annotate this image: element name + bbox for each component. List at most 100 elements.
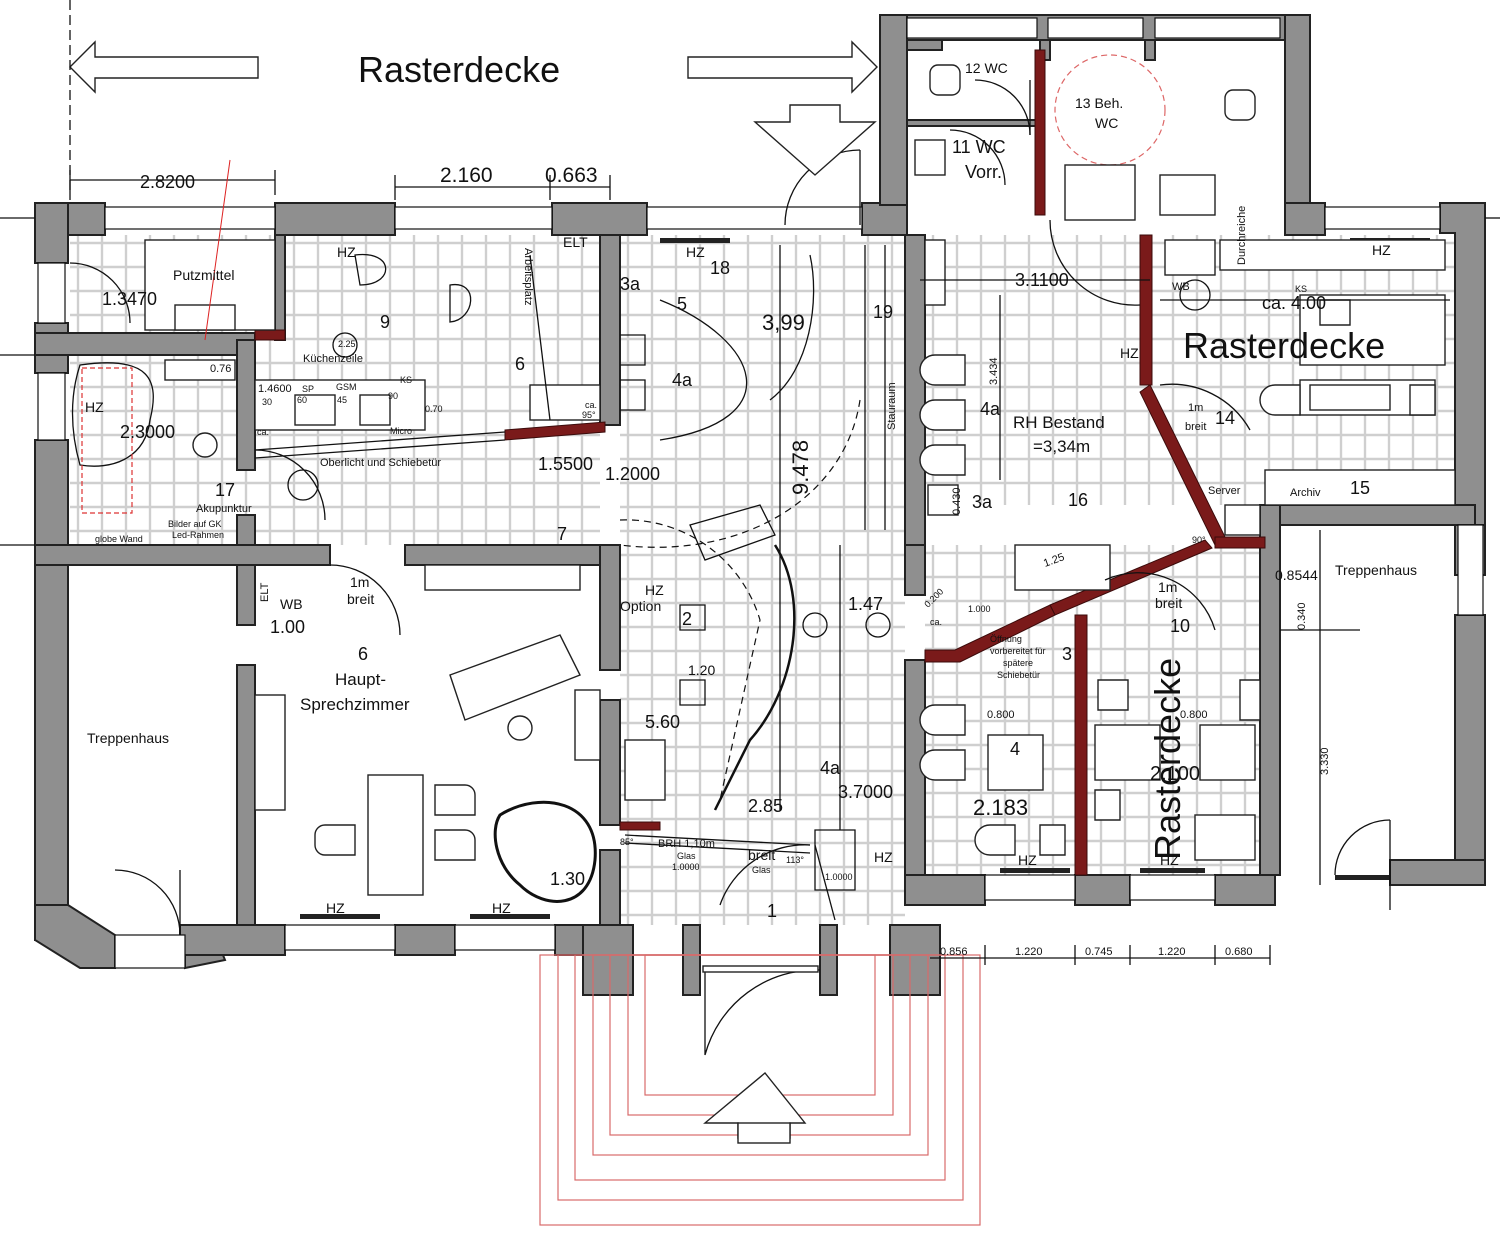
- room-16: 16: [1068, 490, 1088, 510]
- dim-10000: 1.0000: [672, 862, 700, 872]
- room-treppenhaus-left: Treppenhaus: [87, 730, 169, 746]
- bottom-dim-0: 0.856: [940, 946, 968, 958]
- room-4: 4: [1010, 739, 1020, 759]
- dim-31100: 3.1100: [1015, 270, 1069, 290]
- hz-label-4: HZ: [1018, 852, 1037, 868]
- room-brh: BRH 1,10m: [658, 838, 715, 850]
- room-3a-top: 3a: [620, 274, 641, 294]
- ca-label-16: ca.: [930, 617, 942, 627]
- room-3: 3: [1062, 644, 1072, 664]
- n45-label: 45: [337, 395, 347, 405]
- dim-0800b: 0.800: [1180, 709, 1208, 721]
- dim-3-99: 3,99: [762, 310, 805, 335]
- room-sprech: Sprechzimmer: [300, 695, 410, 714]
- entrance-steps: [539, 954, 981, 1226]
- room-1m-d: 1m: [1158, 579, 1177, 595]
- bottom-dim-3: 1.220: [1158, 946, 1186, 958]
- ca-label-95: ca.: [585, 400, 597, 410]
- bottom-dim-4: 0.680: [1225, 946, 1253, 958]
- room-glas2: Glas: [752, 865, 771, 875]
- dim-9478: 9.478: [788, 440, 813, 495]
- room-putzmittel: Putzmittel: [173, 267, 234, 283]
- n070-label: 0.70: [425, 404, 443, 414]
- room-rh-height: =3,34m: [1033, 437, 1090, 456]
- dim-23000: 2.3000: [120, 422, 175, 442]
- room-12-label: 12 WC: [965, 60, 1008, 76]
- hz-label-10: HZ: [1160, 852, 1179, 868]
- dim-1000: 1.000: [968, 604, 991, 614]
- dim-10000b: 1.0000: [825, 872, 853, 882]
- hz-label-6b: HZ: [492, 900, 511, 916]
- rasterdecke-title-vertical: Rasterdecke: [1147, 658, 1188, 860]
- dim-560: 5.60: [645, 712, 680, 732]
- room-oeffnung: Öffnung: [990, 634, 1022, 644]
- room-3a-b: 3a: [972, 492, 993, 512]
- room-6: 6: [358, 644, 368, 664]
- dim-076: 0.76: [210, 363, 231, 375]
- dim-0800: 0.800: [987, 709, 1015, 721]
- gsm-label: GSM: [336, 382, 357, 392]
- angle-113: 113°: [786, 855, 804, 865]
- hz-label-option: HZ: [645, 582, 664, 598]
- room-13-label-a: 13 Beh.: [1075, 95, 1123, 111]
- room-treppenhaus-right: Treppenhaus: [1335, 562, 1417, 578]
- dim-3330: 3.330: [1319, 747, 1331, 775]
- elt-label-6: ELT: [259, 582, 271, 602]
- dim-15500: 1.5500: [538, 454, 593, 474]
- room-17: 17: [215, 480, 235, 500]
- dim-130: 1.30: [550, 869, 585, 889]
- dim-37000: 3.7000: [838, 782, 893, 802]
- direction-arrows: [69, 40, 878, 1144]
- room-bilder: Bilder auf GK: [168, 519, 222, 529]
- angle-95: 95°: [582, 410, 596, 420]
- dim-0340: 0.340: [1296, 602, 1308, 630]
- room-option: Option: [620, 598, 661, 614]
- n30-label: 30: [262, 397, 272, 407]
- room-led: Led-Rahmen: [172, 530, 224, 540]
- ks-label: KS: [400, 375, 412, 385]
- hz-label-6a: HZ: [326, 900, 345, 916]
- rasterdecke-title-right: Rasterdecke: [1183, 325, 1385, 366]
- dimension-lines: [0, 0, 1500, 965]
- room-1m-a: 1m: [350, 574, 369, 590]
- room-4a-a: 4a: [672, 370, 693, 390]
- new-partitions: [254, 49, 1266, 876]
- labels: Rasterdecke Rasterdecke Rasterdecke 2.82…: [85, 49, 1417, 958]
- hz-label-18: HZ: [686, 244, 705, 260]
- dim-147: 1.47: [848, 594, 883, 614]
- room-14: 14: [1215, 408, 1235, 428]
- dim-225: 2.25: [338, 339, 356, 349]
- room-vorbereitet: vorbereitet für: [990, 646, 1046, 656]
- ca-label-9: ca.: [257, 427, 269, 437]
- room-11-label-b: Vorr.: [965, 162, 1002, 182]
- room-server: Server: [1208, 485, 1241, 497]
- room-1m-c: 1m: [1188, 402, 1203, 414]
- dim-08544: 0.8544: [1275, 567, 1318, 583]
- bottom-dim-1: 1.220: [1015, 946, 1043, 958]
- room-19: 19: [873, 302, 893, 322]
- elt-label-top: ELT: [563, 234, 588, 250]
- angle-85: 85°: [620, 837, 634, 847]
- angle-90: 90°: [1192, 535, 1206, 545]
- n60-label: 60: [297, 395, 307, 405]
- dim-3434: 3.434: [988, 357, 1000, 385]
- dim-400: ca. 4.00: [1262, 293, 1326, 313]
- sp-label: SP: [302, 384, 314, 394]
- room-1: 1: [767, 901, 777, 921]
- hz-label-9: HZ: [337, 244, 356, 260]
- hz-label-14: HZ: [1372, 242, 1391, 258]
- room-kuechenzeile: Küchenzeile: [303, 353, 363, 365]
- room-4a-b: 4a: [980, 399, 1001, 419]
- room-globe: globe Wand: [95, 534, 143, 544]
- dim-0430: 0.430: [951, 487, 963, 515]
- room-durchreiche: Durchreiche: [1236, 206, 1248, 265]
- dim-285: 2.85: [748, 796, 783, 816]
- dim-100: 1.00: [270, 617, 305, 637]
- room-7: 7: [557, 524, 567, 544]
- dim-120: 1.20: [688, 662, 715, 678]
- wb-label-14: WB: [1172, 281, 1190, 293]
- room-breit-c: breit: [1185, 421, 1206, 433]
- ks-label-14: KS: [1295, 284, 1307, 294]
- room-stauraum: Stauraum: [886, 382, 898, 430]
- dim-12000: 1.2000: [605, 464, 660, 484]
